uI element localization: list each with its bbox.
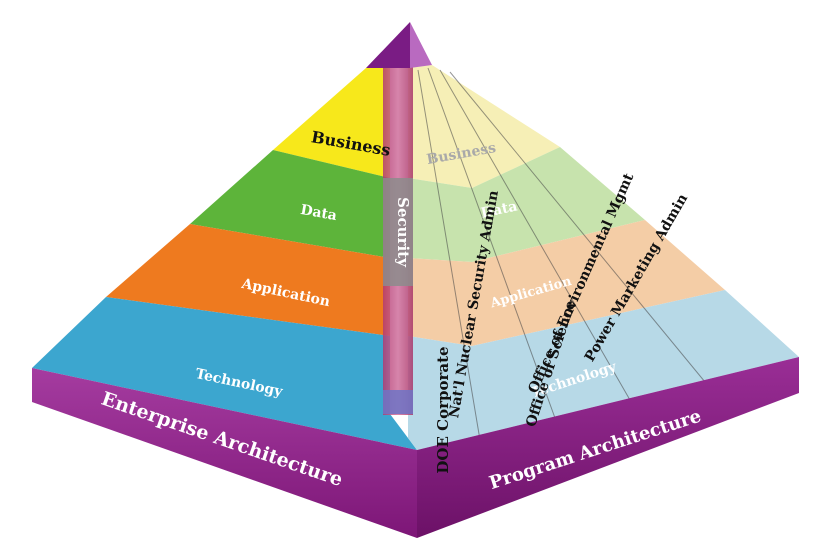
left-layer-technology	[32, 297, 417, 450]
left-layer-business	[273, 68, 390, 178]
right-layer-data	[408, 147, 645, 262]
left-label-data: Data	[299, 202, 338, 224]
left-layer-application	[106, 224, 390, 336]
base-right-side	[417, 357, 799, 538]
program-label-doe-corporate: DOE Corporate	[434, 346, 452, 473]
security-column	[383, 65, 413, 415]
left-layer-data	[190, 150, 390, 258]
right-label-data: Data	[480, 198, 519, 221]
right-layer-application	[408, 220, 725, 346]
right-face	[408, 65, 799, 450]
base-left-side	[32, 368, 417, 538]
security-label: Security	[394, 197, 412, 268]
pyramid-apex	[366, 22, 410, 68]
right-layer-business	[408, 65, 560, 188]
pyramid-base	[32, 357, 799, 538]
pyramid-apex-right	[410, 22, 432, 68]
left-face	[32, 68, 417, 450]
right-layer-technology	[408, 290, 799, 450]
program-dividers	[417, 67, 706, 441]
